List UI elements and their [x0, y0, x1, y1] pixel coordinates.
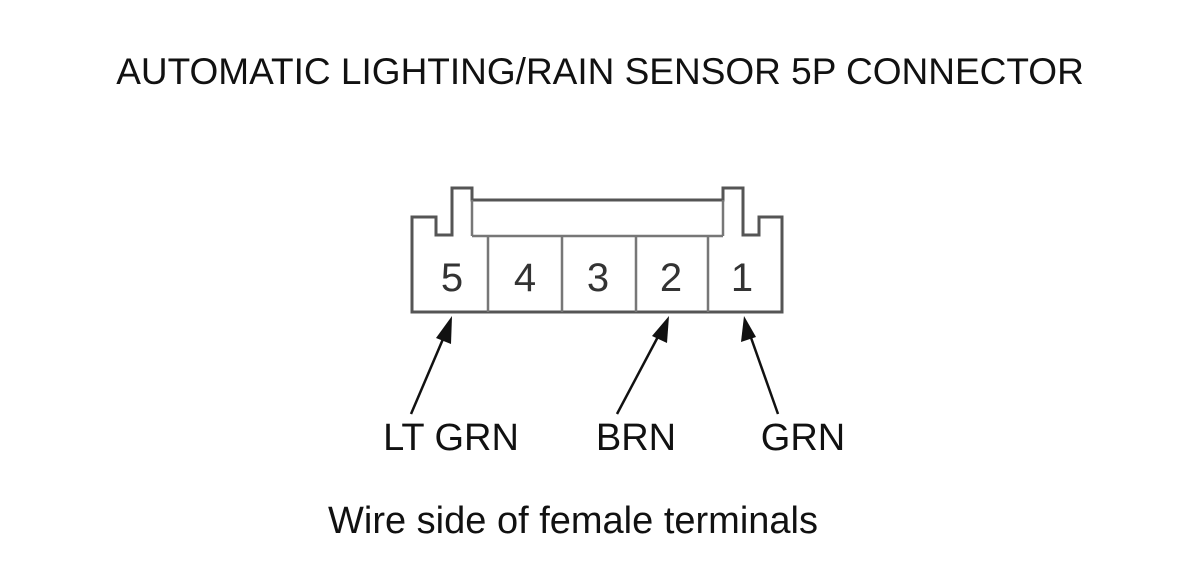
- pin-label-4: 4: [514, 256, 536, 300]
- wire-label-lt-grn: LT GRN: [383, 417, 519, 459]
- pin-label-3: 3: [587, 256, 609, 300]
- connector-housing: 5 4 3 2 1: [410, 186, 784, 314]
- arrow-brn-line: [615, 330, 663, 415]
- arrow-grn-head: [741, 316, 756, 342]
- wire-label-grn: GRN: [761, 417, 845, 459]
- arrow-lt-grn-head: [436, 316, 452, 344]
- pin-label-1: 1: [731, 256, 753, 300]
- arrow-lt-grn-line: [409, 331, 448, 415]
- pin-label-2: 2: [660, 256, 682, 300]
- arrow-grn-line: [747, 331, 780, 415]
- pin-label-5: 5: [441, 256, 463, 300]
- wire-label-brn: BRN: [596, 417, 676, 459]
- arrow-brn-head: [652, 316, 669, 343]
- pointer-arrows: [409, 316, 780, 415]
- diagram-title: AUTOMATIC LIGHTING/RAIN SENSOR 5P CONNEC…: [116, 51, 1084, 92]
- diagram-caption: Wire side of female terminals: [328, 500, 818, 542]
